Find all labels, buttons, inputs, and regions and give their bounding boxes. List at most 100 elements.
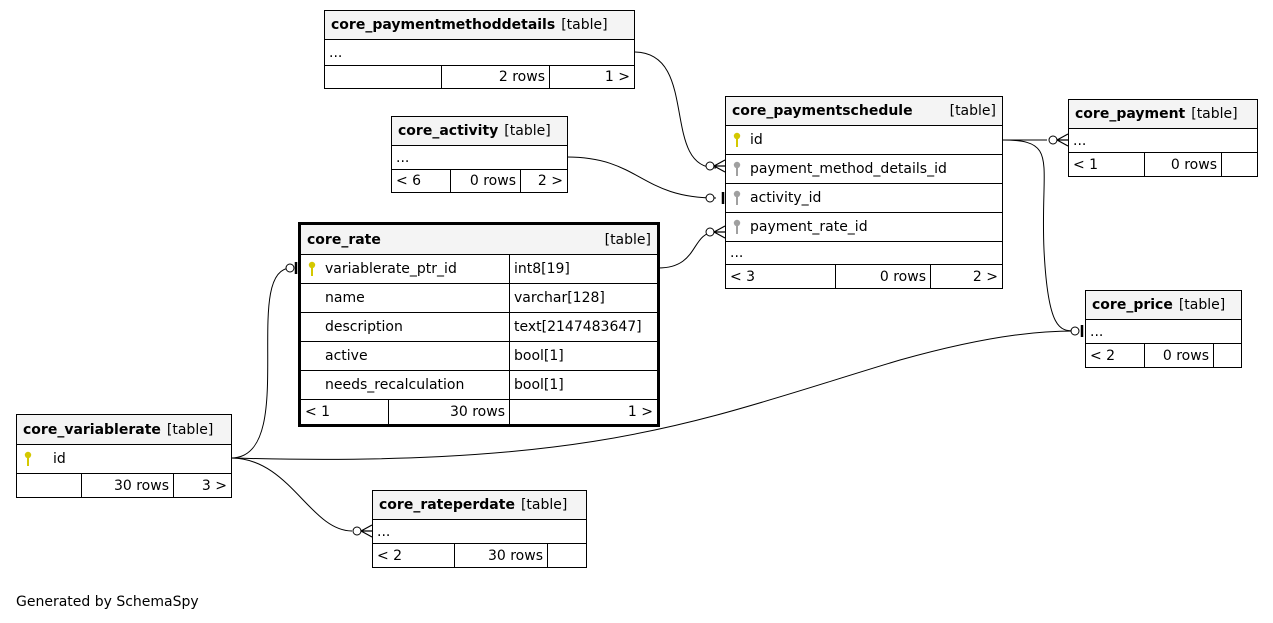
- table-stats: < 2 0 rows: [1086, 344, 1241, 367]
- link-paymentmethoddetails: [633, 51, 717, 169]
- ellipsis: ...: [730, 245, 744, 261]
- parents-count: < 1: [305, 404, 331, 420]
- column-row[interactable]: payment_method_details_id: [726, 155, 1002, 184]
- column-row[interactable]: id: [17, 445, 231, 474]
- table-kind: [table]: [166, 421, 214, 438]
- columns-collapsed: ...: [1069, 129, 1257, 153]
- table-core-paymentmethoddetails[interactable]: core_paymentmethoddetails[table] ... 2 r…: [324, 10, 635, 89]
- parents-count: < 1: [1073, 156, 1099, 173]
- column-type: bool[1]: [509, 342, 657, 370]
- table-header: core_paymentschedule [table]: [726, 97, 1002, 126]
- table-name: core_variablerate: [23, 421, 161, 438]
- link-rate: [657, 231, 717, 269]
- table-stats: < 3 0 rows 2 >: [726, 265, 1002, 288]
- column-row[interactable]: active bool[1]: [301, 342, 657, 371]
- parents-count: < 2: [1090, 347, 1116, 364]
- column-row[interactable]: name varchar[128]: [301, 284, 657, 313]
- children-count: 1 >: [549, 66, 634, 88]
- row-count: 0 rows: [1144, 344, 1213, 367]
- table-core-activity[interactable]: core_activity [table] ... < 6 0 rows 2 >: [391, 116, 568, 193]
- table-core-paymentschedule[interactable]: core_paymentschedule [table] id payment_m…: [725, 96, 1003, 289]
- table-name: core_paymentmethoddetails: [331, 17, 556, 33]
- marker-crowfoot: [360, 524, 373, 538]
- table-kind: [table]: [520, 497, 568, 513]
- table-stats: < 1 0 rows: [1069, 153, 1257, 176]
- marker-crowfoot: [1056, 133, 1069, 147]
- column-row[interactable]: variablerate_ptr_id int8[19]: [301, 255, 657, 284]
- marker-circle: [705, 161, 715, 171]
- row-count: 30 rows: [81, 474, 173, 497]
- table-kind: [table]: [1178, 297, 1226, 313]
- table-kind: [table]: [604, 231, 651, 248]
- table-header: core_rate [table]: [301, 225, 657, 255]
- children-count: 2 >: [520, 170, 567, 192]
- table-stats: < 2 30 rows: [373, 544, 586, 567]
- parents-count: [325, 66, 441, 88]
- table-header: core_activity [table]: [392, 117, 567, 146]
- column-row[interactable]: payment_rate_id: [726, 213, 1002, 242]
- columns-collapsed: ...: [325, 40, 634, 66]
- column-row[interactable]: needs_recalculation bool[1]: [301, 371, 657, 400]
- column-row[interactable]: description text[2147483647]: [301, 313, 657, 342]
- children-count: [1213, 344, 1241, 367]
- table-stats: < 6 0 rows 2 >: [392, 170, 567, 192]
- marker-circle: [285, 263, 295, 273]
- table-name: core_rate: [307, 231, 381, 248]
- table-core-rate[interactable]: core_rate [table] variablerate_ptr_id int…: [298, 222, 660, 427]
- ellipsis: ...: [396, 149, 410, 166]
- table-core-rateperdate[interactable]: core_rateperdate [table] ... < 2 30 rows: [372, 490, 587, 568]
- table-header: core_price[table]: [1086, 291, 1241, 320]
- table-stats: 2 rows 1 >: [325, 66, 634, 88]
- columns-collapsed: ...: [1086, 320, 1241, 344]
- column-name: id: [750, 132, 763, 148]
- column-name: payment_rate_id: [750, 219, 868, 235]
- table-name: core_payment: [1075, 106, 1186, 122]
- columns-collapsed: ...: [373, 520, 586, 544]
- column-row[interactable]: activity_id: [726, 184, 1002, 213]
- marker-circle: [705, 227, 715, 237]
- marker-circle: [352, 526, 362, 536]
- marker-crowfoot: [713, 225, 726, 239]
- link-price: [1001, 139, 1076, 332]
- link-variablerate-rateperdate: [230, 457, 353, 532]
- parents-count: < 3: [730, 268, 756, 285]
- table-name: core_activity: [398, 123, 499, 139]
- primary-key-icon: [730, 131, 744, 149]
- ellipsis: ...: [329, 44, 343, 61]
- table-header: core_rateperdate [table]: [373, 491, 586, 520]
- column-row[interactable]: id: [726, 126, 1002, 155]
- table-kind: [table]: [504, 123, 551, 139]
- column-name: id: [53, 451, 66, 467]
- table-core-payment[interactable]: core_payment [table] ... < 1 0 rows: [1068, 99, 1258, 177]
- row-count: 0 rows: [835, 265, 930, 288]
- table-kind: [table]: [1191, 106, 1238, 122]
- row-count: 30 rows: [454, 544, 547, 567]
- foreign-key-icon: [730, 189, 744, 207]
- children-count: 2 >: [930, 265, 1002, 288]
- children-count: [1221, 153, 1257, 176]
- parents-count: < 2: [377, 547, 403, 564]
- column-type: bool[1]: [509, 371, 657, 399]
- table-stats: 30 rows 3 >: [17, 474, 231, 497]
- row-count: 30 rows: [388, 400, 509, 424]
- table-header: core_variablerate [table]: [17, 415, 231, 445]
- link-activity: [566, 156, 717, 199]
- table-header: core_paymentmethoddetails[table]: [325, 11, 634, 40]
- marker-circle: [1048, 135, 1058, 145]
- table-name: core_rateperdate: [379, 497, 515, 513]
- table-kind: [table]: [949, 103, 996, 119]
- footer-credit: Generated by SchemaSpy: [16, 594, 199, 610]
- table-core-variablerate[interactable]: core_variablerate [table] id 30 rows 3 >: [16, 414, 232, 498]
- marker-circle: [705, 193, 715, 203]
- children-count: [547, 544, 586, 567]
- marker-circle: [1070, 326, 1080, 336]
- column-name: description: [325, 319, 403, 335]
- table-name: core_paymentschedule: [732, 103, 913, 119]
- children-count: 1 >: [509, 400, 657, 424]
- primary-key-icon: [21, 450, 35, 468]
- row-count: 0 rows: [1144, 153, 1221, 176]
- column-name: needs_recalculation: [325, 377, 465, 393]
- table-core-price[interactable]: core_price[table] ... < 2 0 rows: [1085, 290, 1242, 368]
- parents-count: < 6: [396, 173, 422, 189]
